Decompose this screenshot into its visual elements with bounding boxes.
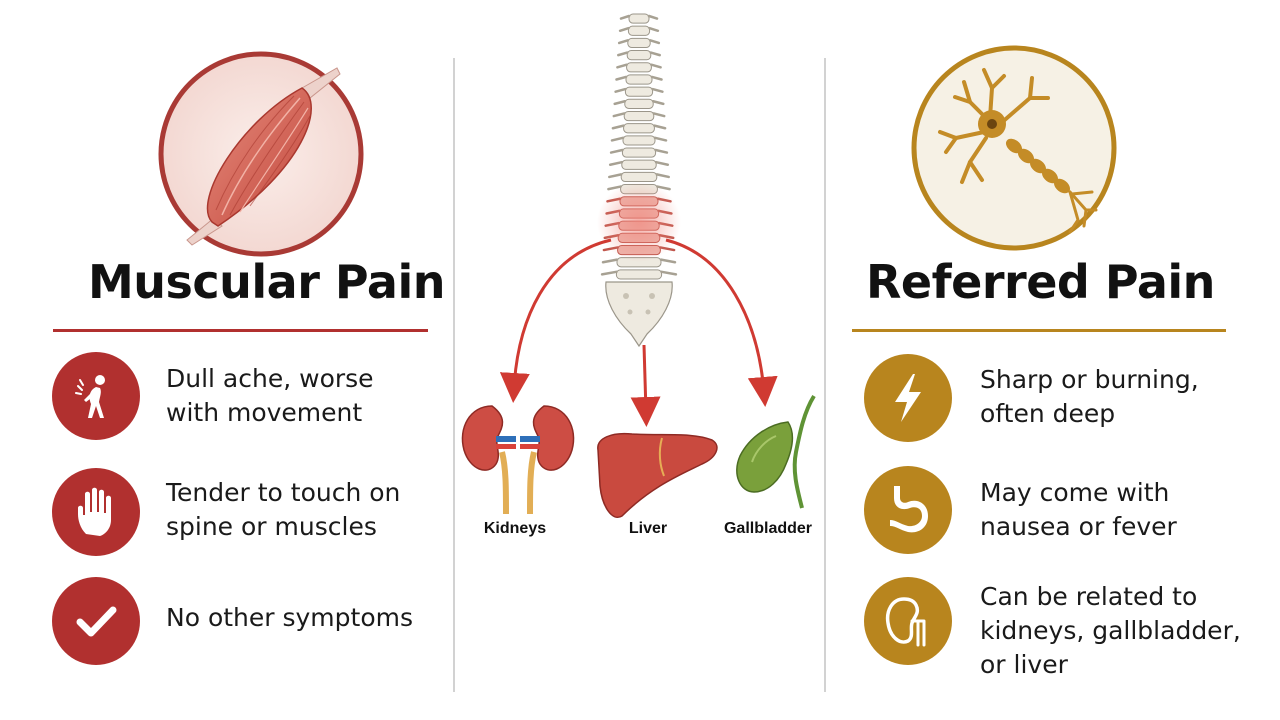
vertebra-process <box>607 185 671 191</box>
vertebra-process <box>610 136 668 142</box>
liver-illustration <box>592 426 722 526</box>
vertebra <box>622 135 656 146</box>
vertebra-process <box>609 148 669 154</box>
vertebra <box>623 110 655 122</box>
left-item-3-text: No other symptoms <box>166 603 414 632</box>
back-pain-icon <box>52 352 140 440</box>
vertebra <box>624 98 654 109</box>
right-item-3-text: Can be related to kidneys, gallbladder, … <box>980 582 1241 679</box>
vertebra-process <box>612 112 666 118</box>
right-item-2-text: May come with nausea or fever <box>980 478 1177 541</box>
muscle-illustration <box>152 50 370 258</box>
vertebra-process <box>608 160 670 167</box>
vertebra-process <box>615 75 663 81</box>
vertebra-process <box>613 100 665 106</box>
referred-pain-title: Referred Pain <box>866 255 1215 309</box>
kidneys-label: Kidneys <box>483 520 547 537</box>
vertebra <box>626 62 652 73</box>
gallbladder-illustration <box>730 392 820 512</box>
kidney-icon <box>864 577 952 665</box>
referred-pain-underline <box>852 329 1226 332</box>
checkmark-icon <box>52 577 140 665</box>
muscular-pain-title: Muscular Pain <box>88 255 445 309</box>
vertebra <box>628 13 650 24</box>
muscular-pain-underline <box>53 329 428 332</box>
lightning-icon <box>864 354 952 442</box>
vertebra-process <box>601 258 677 264</box>
gallbladder-label: Gallbladder <box>723 520 813 537</box>
vertebra-process <box>616 63 662 69</box>
right-column-divider <box>824 58 826 692</box>
vertebra-process <box>611 124 667 130</box>
stomach-icon <box>864 466 952 554</box>
vertebra <box>620 171 658 183</box>
vertebra <box>627 37 651 49</box>
vertebra <box>624 86 654 97</box>
vertebra <box>626 50 652 61</box>
vertebra-process <box>617 51 661 57</box>
vertebra <box>621 159 657 170</box>
vertebra-process <box>619 14 659 20</box>
left-item-2-text: Tender to touch on spine or muscles <box>166 478 401 541</box>
vertebra-process <box>614 87 664 93</box>
vertebra <box>621 147 657 158</box>
left-item-1-text: Dull ache, worse with movement <box>166 364 374 427</box>
vertebra <box>623 123 655 134</box>
nerve-cell-illustration <box>900 42 1130 254</box>
spine-diagram <box>456 0 822 560</box>
vertebra <box>627 25 651 36</box>
vertebra-process <box>608 173 670 179</box>
vertebra-process <box>618 26 660 33</box>
hand-icon <box>52 468 140 556</box>
vertebra-process <box>617 39 661 45</box>
vertebra <box>615 269 663 280</box>
left-column-divider <box>453 58 455 692</box>
vertebra <box>625 74 653 85</box>
kidneys-illustration <box>458 398 578 518</box>
liver-label: Liver <box>628 520 668 537</box>
vertebra-process <box>600 270 678 276</box>
right-item-1-text: Sharp or burning, often deep <box>980 365 1199 428</box>
